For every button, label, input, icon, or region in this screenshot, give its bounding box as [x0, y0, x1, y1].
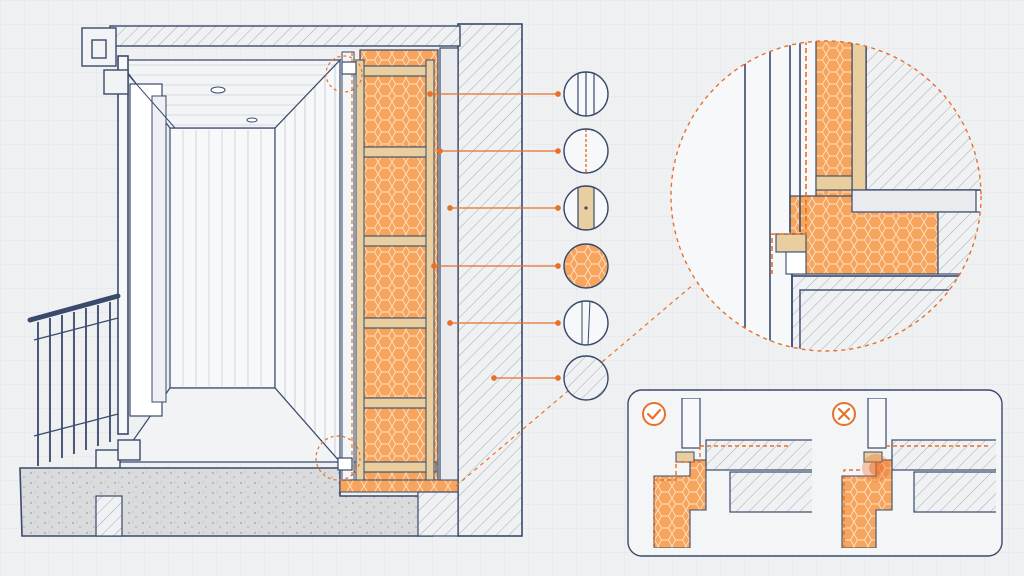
correct-detail: [653, 398, 812, 548]
window-frame: [117, 55, 176, 435]
masonry-wall: [457, 23, 523, 537]
zoom-circle-border: [670, 40, 982, 352]
wall-board-layer: [439, 47, 459, 489]
insulation-icon: [563, 243, 609, 289]
frame-profile-icon: [563, 71, 609, 117]
incorrect-detail: [841, 398, 996, 548]
top-junction-block: [341, 61, 357, 75]
membrane-icon: [563, 128, 609, 174]
ceiling-light-icon: [246, 117, 258, 123]
cross-icon: [832, 402, 856, 426]
ceiling-slab: [109, 25, 461, 47]
material-legend: [563, 71, 609, 401]
checkmark-icon: [642, 402, 666, 426]
legend-item-board: [563, 300, 609, 346]
batten-icon: [563, 185, 609, 231]
legend-item-insulation: [563, 243, 609, 289]
floor-insulation-strip: [339, 479, 459, 493]
legend-item-membrane: [563, 128, 609, 174]
balcony-railing: [27, 293, 121, 466]
bottom-junction-block: [337, 457, 353, 471]
legend-item-frame-profile: [563, 71, 609, 117]
slab-support-left: [95, 495, 123, 537]
top-frame-profile: [81, 27, 129, 95]
ceiling-light-icon: [210, 86, 226, 94]
vertical-stud-right: [425, 59, 435, 481]
leader-lines: [427, 91, 561, 381]
room-back-wall: [169, 127, 276, 389]
insulation-layer: [359, 49, 439, 483]
detail-marker-bottom: [315, 435, 361, 481]
detail-marker-top: [325, 55, 363, 93]
board-icon: [563, 300, 609, 346]
vertical-stud-left: [355, 59, 365, 481]
masonry-icon: [563, 355, 609, 401]
comparison-panel: [627, 389, 1003, 557]
wall-footing: [417, 491, 459, 537]
legend-item-masonry: [563, 355, 609, 401]
back-wall-panels: [182, 130, 262, 386]
legend-item-batten: [563, 185, 609, 231]
balcony-section: [19, 23, 523, 537]
